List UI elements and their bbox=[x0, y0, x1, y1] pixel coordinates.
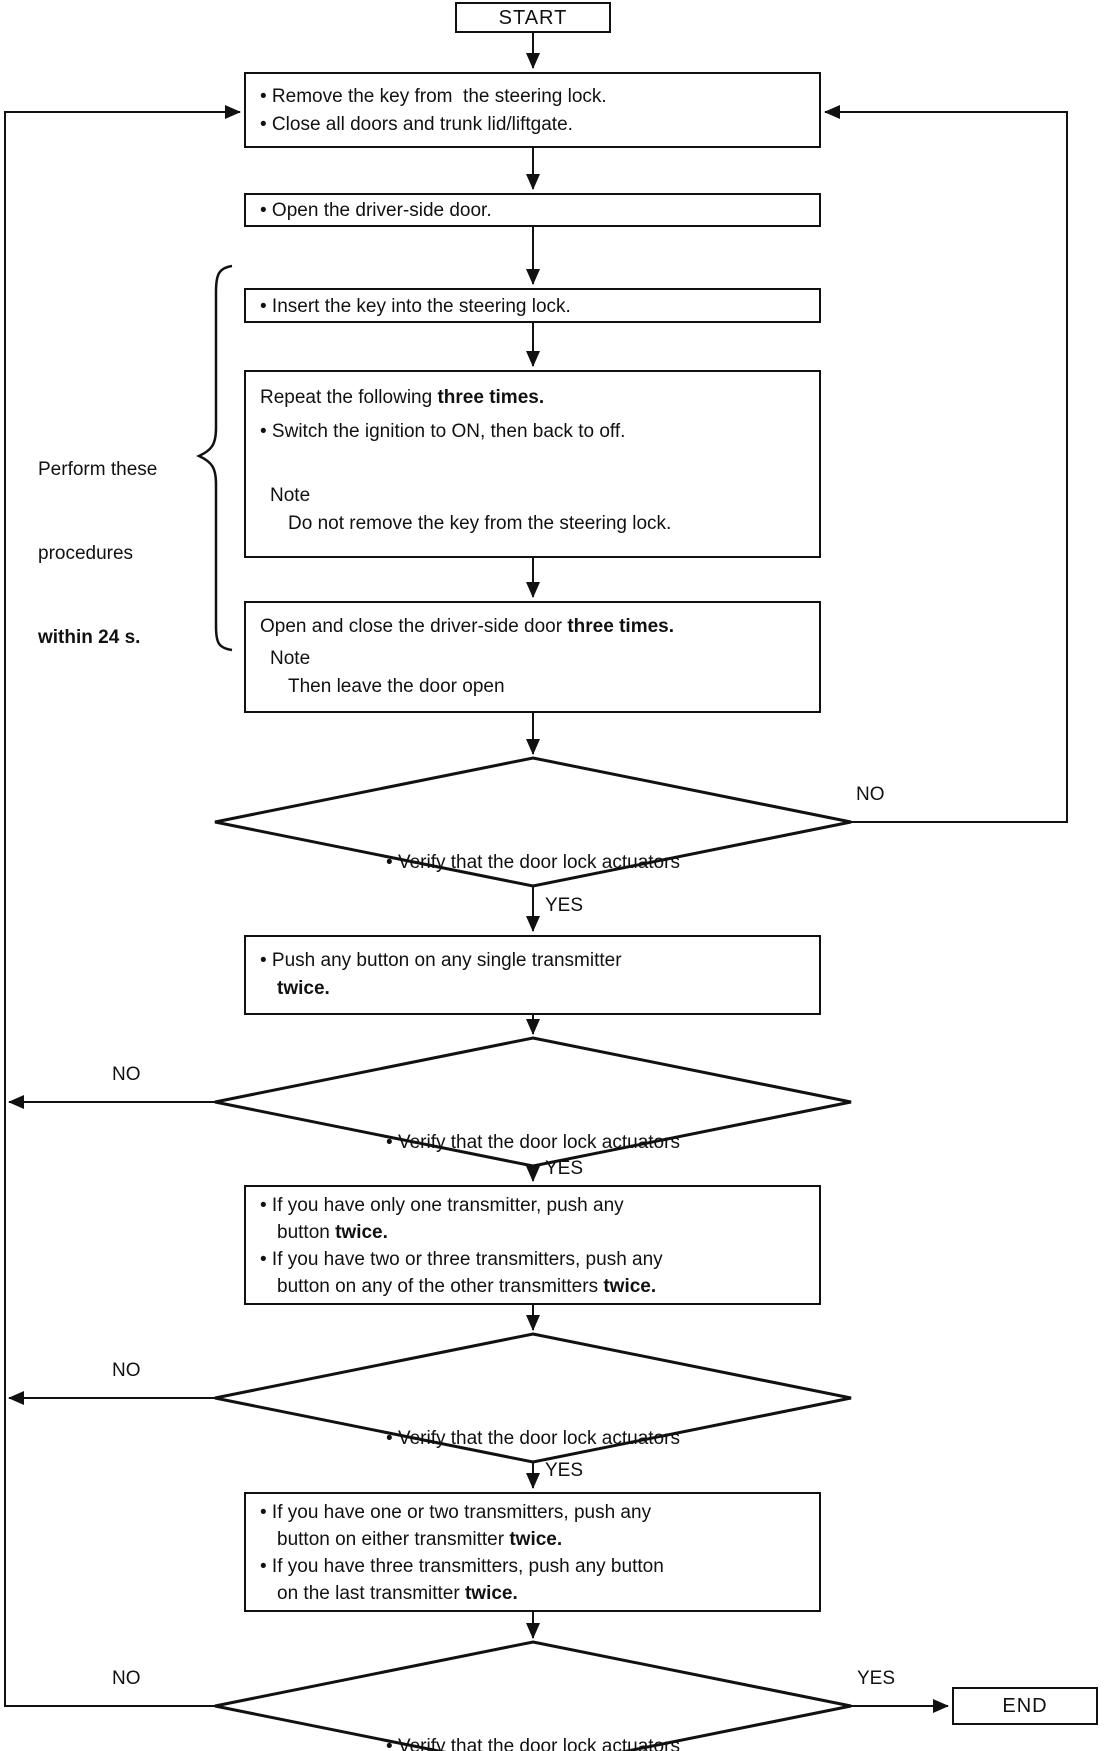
push-single-line2-bold: twice. bbox=[277, 978, 330, 999]
timing-brace bbox=[196, 264, 233, 652]
repeat-line1: Repeat the following three times. bbox=[260, 387, 545, 408]
push-single-line1: • Push any button on any single transmit… bbox=[260, 950, 622, 971]
remove-key-box: • Remove the key from the steering lock.… bbox=[244, 72, 821, 148]
decision-diamond-3 bbox=[214, 1332, 852, 1464]
last-trans-line2-bold: twice. bbox=[509, 1529, 563, 1550]
last-trans-line1: • If you have one or two transmitters, p… bbox=[260, 1502, 652, 1523]
timing-note-line1: Perform these bbox=[38, 459, 158, 480]
repeat-line1-bold: three times. bbox=[437, 387, 545, 408]
yes-label-1: YES bbox=[545, 895, 584, 916]
verify-diamond-4-text: • Verify that the door lock actuators lo… bbox=[273, 1679, 793, 1751]
open-close-door-box: Open and close the driver-side door thre… bbox=[244, 601, 821, 713]
timing-note-line3: within 24 s. bbox=[38, 627, 141, 648]
one-trans-line4-bold: twice. bbox=[603, 1276, 657, 1297]
one-transmitter-box: • If you have only one transmitter, push… bbox=[244, 1185, 821, 1305]
left-return-rail bbox=[4, 105, 241, 1707]
no1-return-line bbox=[824, 105, 1068, 823]
repeat-note-label: Note bbox=[270, 485, 311, 506]
open-close-line1-bold: three times. bbox=[567, 616, 674, 637]
decision-diamond-1 bbox=[214, 756, 852, 888]
no-label-2: NO bbox=[112, 1064, 141, 1085]
decision-diamond-2 bbox=[214, 1036, 852, 1168]
repeat-line2: • Switch the ignition to ON, then back t… bbox=[260, 421, 626, 442]
timing-note: Perform these procedures within 24 s. bbox=[38, 400, 157, 708]
start-label: START bbox=[498, 6, 568, 29]
verify3-line1: • Verify that the door lock actuators bbox=[386, 1428, 680, 1449]
verify1-line1: • Verify that the door lock actuators bbox=[386, 852, 680, 873]
last-trans-line2: button on either transmitter twice. bbox=[277, 1529, 563, 1550]
end-label: END bbox=[1002, 1695, 1048, 1717]
no-label-4: NO bbox=[112, 1668, 141, 1689]
no-label-3: NO bbox=[112, 1360, 141, 1381]
one-trans-line1: • If you have only one transmitter, push… bbox=[260, 1195, 624, 1216]
one-trans-line4: button on any of the other transmitters … bbox=[277, 1276, 657, 1297]
decision-diamond-4 bbox=[214, 1640, 852, 1751]
open-close-note-label: Note bbox=[270, 648, 311, 669]
one-trans-line2-bold: twice. bbox=[335, 1222, 388, 1243]
repeat-note-body: Do not remove the key from the steering … bbox=[288, 513, 672, 534]
no-label-1: NO bbox=[856, 784, 885, 805]
verify2-line1: • Verify that the door lock actuators bbox=[386, 1132, 680, 1153]
last-transmitter-box: • If you have one or two transmitters, p… bbox=[244, 1492, 821, 1612]
verify4-line1: • Verify that the door lock actuators bbox=[386, 1736, 680, 1751]
insert-key-box: • Insert the key into the steering lock. bbox=[244, 288, 821, 323]
open-door-box: • Open the driver-side door. bbox=[244, 193, 821, 227]
last-trans-line4: on the last transmitter twice. bbox=[277, 1583, 518, 1604]
yes-label-2: YES bbox=[545, 1158, 584, 1179]
one-trans-line2: button twice. bbox=[277, 1222, 388, 1243]
remove-key-line1: • Remove the key from the steering lock. bbox=[260, 86, 607, 107]
one-trans-line3: • If you have two or three transmitters,… bbox=[260, 1249, 663, 1270]
push-single-box: • Push any button on any single transmit… bbox=[244, 935, 821, 1015]
last-trans-line3: • If you have three transmitters, push a… bbox=[260, 1556, 664, 1577]
yes-label-3: YES bbox=[545, 1460, 584, 1481]
open-close-note-body: Then leave the door open bbox=[288, 676, 505, 697]
repeat-ignition-box: Repeat the following three times. • Swit… bbox=[244, 370, 821, 558]
yes-label-4: YES bbox=[857, 1668, 896, 1689]
start-node: START bbox=[455, 2, 611, 33]
insert-key-line1: • Insert the key into the steering lock. bbox=[260, 296, 571, 317]
last-trans-line4-bold: twice. bbox=[464, 1583, 518, 1604]
remove-key-line2: • Close all doors and trunk lid/liftgate… bbox=[260, 114, 573, 135]
end-node: END bbox=[952, 1687, 1098, 1725]
open-close-line1: Open and close the driver-side door thre… bbox=[260, 616, 674, 637]
timing-note-line2: procedures bbox=[38, 543, 134, 564]
open-door-line1: • Open the driver-side door. bbox=[260, 200, 492, 221]
